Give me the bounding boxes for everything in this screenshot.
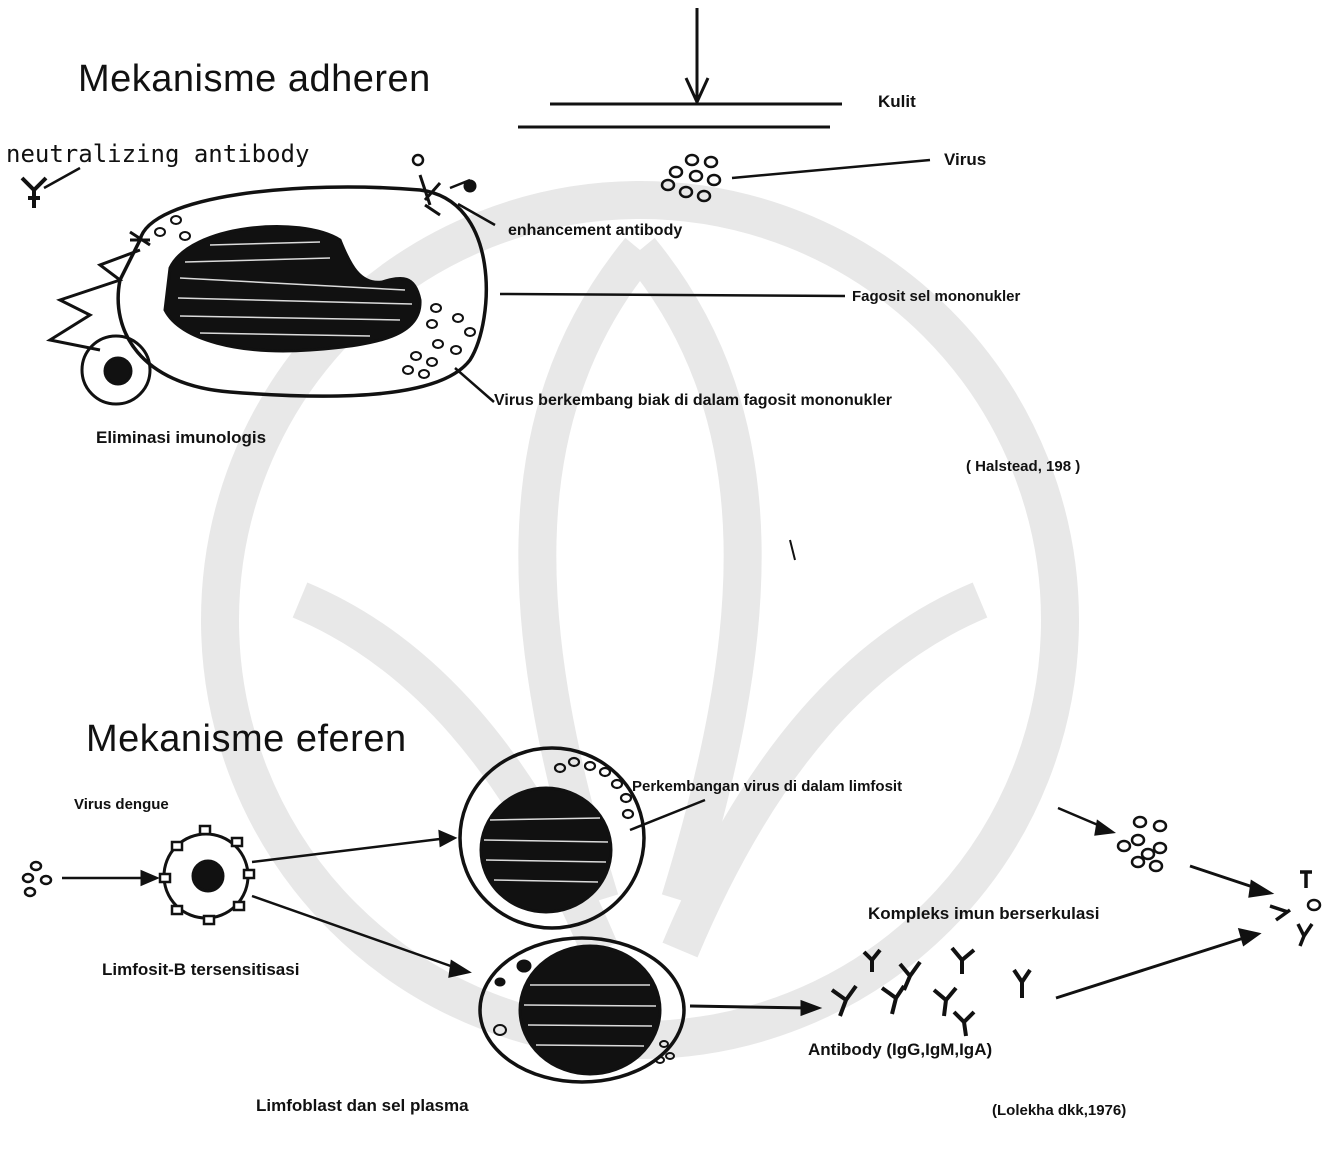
virus-label: Virus	[944, 150, 986, 170]
virus-dengue-label: Virus dengue	[74, 796, 169, 813]
limfoblast-label: Limfoblast dan sel plasma	[256, 1096, 469, 1116]
antibody-label: Antibody (IgG,IgM,IgA)	[808, 1040, 992, 1060]
eliminasi-label: Eliminasi imunologis	[96, 428, 266, 448]
lolekha-citation: (Lolekha dkk,1976)	[992, 1102, 1126, 1119]
neutralizing-antibody-label: neutralizing antibody	[6, 140, 309, 168]
halstead-citation: ( Halstead, 198 )	[966, 458, 1080, 475]
virus-dengue-dots	[23, 862, 51, 896]
neutralizing-antibody-icon	[22, 178, 46, 208]
adherent-title: Mekanisme adheren	[78, 58, 431, 101]
antibody-icons	[832, 948, 1030, 1036]
limfosit-b-label: Limfosit-B tersensitisasi	[102, 960, 299, 980]
enhancement-antibody-label: enhancement antibody	[508, 222, 682, 240]
kulit-label: Kulit	[878, 92, 916, 112]
released-virus-cluster	[1118, 817, 1166, 871]
efferent-title: Mekanisme eferen	[86, 718, 407, 761]
virus-replication-label: Virus berkembang biak di dalam fagosit m…	[494, 392, 892, 410]
lymphocyte-virus-label: Perkembangan virus di dalam limfosit	[632, 778, 902, 795]
virus-cluster-top	[662, 155, 720, 201]
immune-complex-icon	[1270, 872, 1320, 946]
immune-complex-label: Kompleks imun berserkulasi	[868, 904, 1099, 924]
fagosit-label: Fagosit sel mononukler	[852, 288, 1020, 305]
